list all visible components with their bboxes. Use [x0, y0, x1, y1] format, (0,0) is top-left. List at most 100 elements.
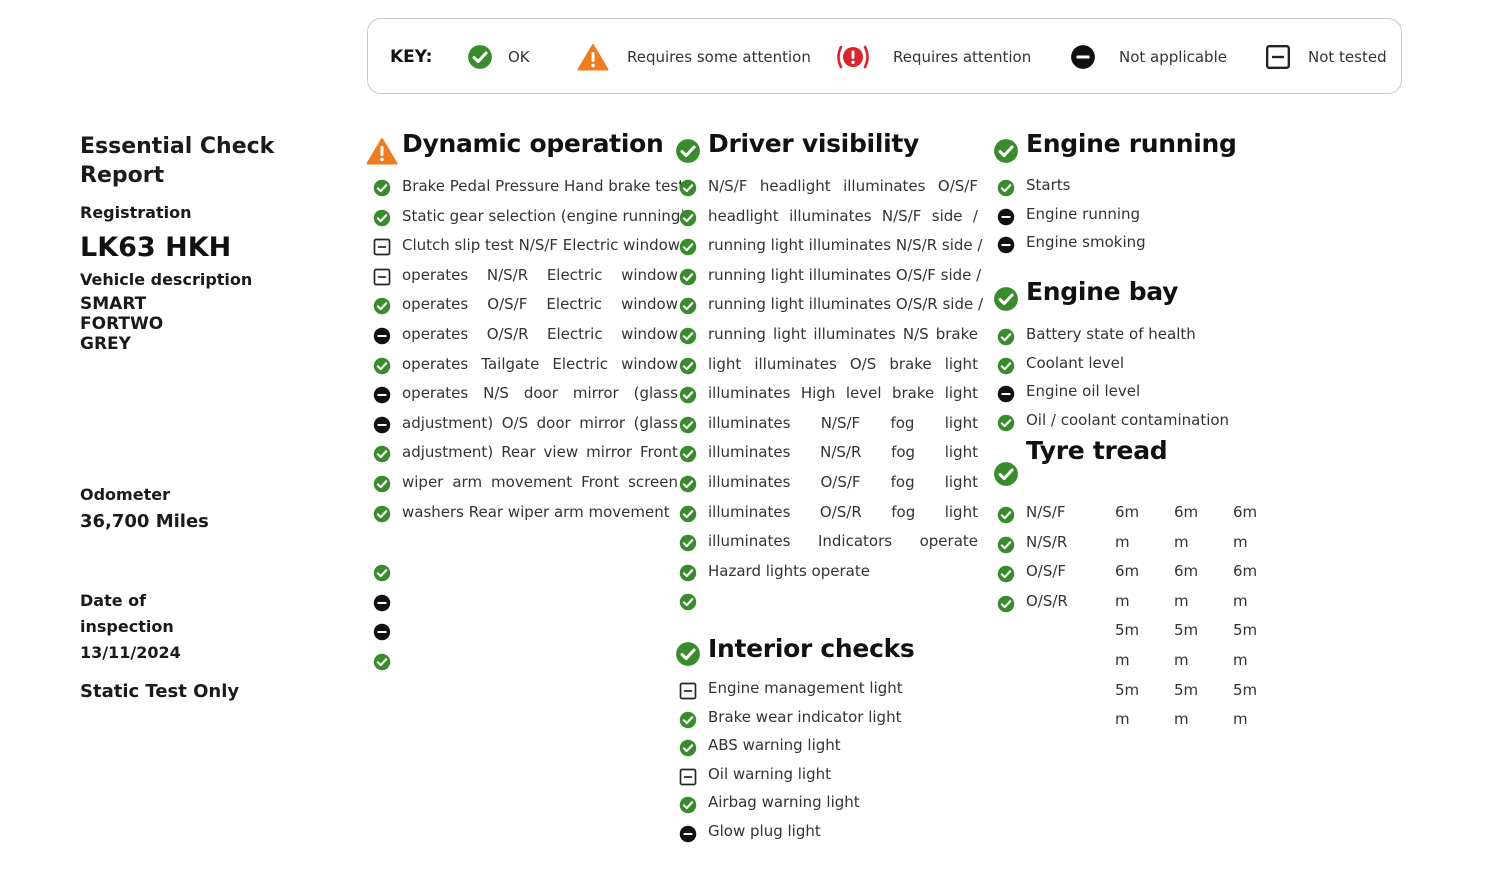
tyre-position-label: O/S/F — [1026, 562, 1067, 581]
tyre-tread-heading: Tyre tread — [1026, 436, 1168, 465]
tyre-tread-value: 5m — [1115, 621, 1140, 640]
dynamic-operation-heading: Dynamic operation — [402, 129, 664, 158]
driver-visibility-line-word: fog — [891, 443, 916, 462]
driver-visibility-line-word: headlight — [759, 177, 831, 195]
driver-visibility-line: running light illuminates N/S/R side / — [708, 236, 982, 254]
dynamic-operation-line-word: Brake Pedal Pressure Hand brake test — [402, 177, 685, 195]
ok-icon — [993, 138, 1019, 164]
dynamic-operation-line-word: adjustment) — [402, 443, 494, 462]
driver-visibility-line-word: illuminates — [708, 473, 791, 491]
dynamic-operation-line-word: window — [621, 354, 678, 373]
dynamic-operation-line-word: view — [543, 443, 579, 462]
tyre-tread-value: 6m — [1174, 503, 1199, 521]
dynamic-operation-line-word: Static gear selection (engine running) — [402, 206, 687, 225]
ok-icon — [679, 475, 697, 493]
ok-icon — [679, 416, 697, 434]
report-title: Essential Check Report — [80, 132, 274, 190]
ok-icon — [675, 138, 701, 164]
driver-visibility-line-word: brake — [891, 384, 935, 403]
engine-bay-item: Coolant level — [1026, 353, 1125, 372]
driver-visibility-line-word: running — [708, 325, 766, 343]
vehicle-description: SMART FORTWO GREY — [80, 294, 163, 354]
dynamic-operation-line-word: operates — [402, 265, 469, 284]
key-nt-label: Not tested — [1308, 48, 1387, 66]
driver-visibility-line: running light illuminates O/S/R side / — [708, 295, 983, 313]
dynamic-operation-line-word: (glass — [633, 413, 678, 432]
driver-visibility-line-word: level — [845, 384, 882, 403]
key-ok: OK — [467, 19, 530, 95]
ok-icon — [997, 357, 1015, 375]
ok-icon — [679, 505, 697, 523]
dynamic-operation-line-word: Rear — [501, 443, 536, 462]
key-na-label: Not applicable — [1119, 48, 1227, 66]
vehicle-colour: GREY — [80, 334, 131, 354]
driver-visibility-line-word: N/S — [902, 325, 929, 343]
key-na: Not applicable — [1070, 19, 1227, 95]
engine-running-item: Engine running — [1026, 204, 1141, 223]
engine-running-item: Engine smoking — [1026, 233, 1146, 251]
tyre-tread-value: m — [1233, 651, 1248, 669]
dynamic-operation-line-word: Electric — [546, 295, 603, 314]
ok-icon — [679, 357, 697, 375]
key-ok-label: OK — [508, 48, 530, 66]
dynamic-operation-line-word: O/S/F — [487, 295, 528, 314]
driver-visibility-line-word: illuminates — [708, 532, 791, 551]
ok-icon — [675, 641, 701, 667]
ok-icon — [373, 475, 391, 493]
ok-icon — [373, 357, 391, 375]
not-tested-icon — [373, 268, 391, 286]
date-value: 13/11/2024 — [80, 643, 181, 662]
not-applicable-icon — [373, 386, 391, 404]
tyre-tread-value: 5m — [1115, 680, 1140, 699]
registration-value: LK63 HKH — [80, 232, 232, 263]
engine-bay-heading: Engine bay — [1026, 277, 1179, 306]
dynamic-operation-line-word: Front — [640, 443, 678, 462]
ok-icon — [997, 565, 1015, 583]
tyre-tread-value: m — [1174, 532, 1189, 551]
driver-visibility-line-word: O/S/F — [937, 177, 978, 195]
interior-checks-heading: Interior checks — [708, 634, 915, 663]
driver-visibility-line-word: illuminates — [708, 413, 791, 432]
driver-visibility-line-word: illuminates — [754, 354, 837, 373]
not-applicable-icon — [679, 825, 697, 843]
ok-icon — [373, 653, 391, 671]
tyre-tread-value: m — [1115, 710, 1130, 729]
ok-icon — [679, 327, 697, 345]
driver-visibility-line-word: brake — [889, 354, 932, 373]
ok-icon — [997, 179, 1015, 197]
dynamic-operation-line-word: (glass — [633, 384, 678, 403]
vehicle-description-label: Vehicle description — [80, 270, 253, 289]
tyre-tread-value: m — [1233, 532, 1248, 551]
driver-visibility-line-word: O/S — [849, 354, 877, 373]
driver-visibility-line-word: light — [944, 502, 978, 521]
report-title-line2: Report — [80, 163, 165, 188]
dynamic-operation-line-word: mirror — [586, 443, 632, 462]
driver-visibility-line-word: fog — [891, 502, 916, 521]
dynamic-operation-line-word: mirror — [579, 413, 626, 432]
ok-icon — [373, 445, 391, 463]
ok-icon — [373, 297, 391, 315]
interior-check-item: Airbag warning light — [708, 793, 860, 811]
odometer-value: 36,700 Miles — [80, 511, 209, 532]
warning-icon — [577, 43, 609, 71]
ok-icon — [993, 461, 1019, 487]
test-type: Static Test Only — [80, 681, 240, 702]
ok-icon — [997, 414, 1015, 432]
tyre-position-label: N/S/F — [1026, 503, 1066, 521]
ok-icon — [679, 268, 697, 286]
driver-visibility-line-word: / — [972, 206, 978, 225]
dynamic-operation-line-word: screen — [628, 473, 678, 491]
dynamic-operation-line-word: O/S/R — [486, 325, 529, 343]
key-danger: Requires attention — [835, 19, 1031, 95]
report-title-line1: Essential Check — [80, 134, 275, 159]
ok-icon — [679, 238, 697, 256]
tyre-tread-value: m — [1174, 591, 1189, 610]
driver-visibility-line-word: O/S/R — [819, 502, 862, 521]
key-title: KEY: — [390, 47, 433, 67]
